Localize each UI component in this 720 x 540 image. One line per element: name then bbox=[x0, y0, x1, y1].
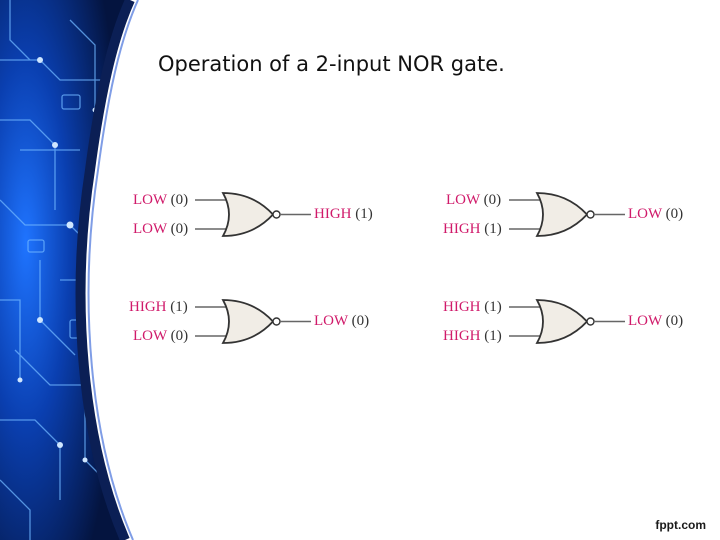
output-label: HIGH (1) bbox=[314, 206, 373, 222]
nor-gate-symbol bbox=[509, 299, 625, 344]
nor-gate-diagram: LOW (0) LOW (0) HIGH (1) bbox=[133, 192, 495, 263]
input-a-label: LOW (0) bbox=[133, 192, 189, 208]
nor-gate-symbol bbox=[509, 192, 625, 237]
input-b-label: HIGH (1) bbox=[443, 221, 502, 237]
input-a-label: HIGH (1) bbox=[129, 299, 188, 315]
input-b-label: LOW (0) bbox=[133, 328, 189, 344]
input-b-label: LOW (0) bbox=[133, 221, 189, 237]
nor-gate-diagram: HIGH (1) HIGH (1) LOW (0) bbox=[443, 299, 720, 370]
fppt-watermark-logo: fppt.com bbox=[655, 518, 706, 532]
nor-gate-diagram: LOW (0) HIGH (1) LOW (0) bbox=[443, 192, 720, 263]
input-b-label: HIGH (1) bbox=[443, 328, 502, 344]
nor-gate-diagram: HIGH (1) LOW (0) LOW (0) bbox=[129, 299, 495, 370]
input-a-label: LOW (0) bbox=[446, 192, 502, 208]
output-label: LOW (0) bbox=[628, 206, 684, 222]
input-a-label: HIGH (1) bbox=[443, 299, 502, 315]
output-label: LOW (0) bbox=[628, 313, 684, 329]
nor-gate-symbol bbox=[195, 299, 311, 344]
slide-title: Operation of a 2-input NOR gate. bbox=[158, 52, 505, 76]
output-label: LOW (0) bbox=[314, 313, 370, 329]
nor-gate-symbol bbox=[195, 192, 311, 237]
